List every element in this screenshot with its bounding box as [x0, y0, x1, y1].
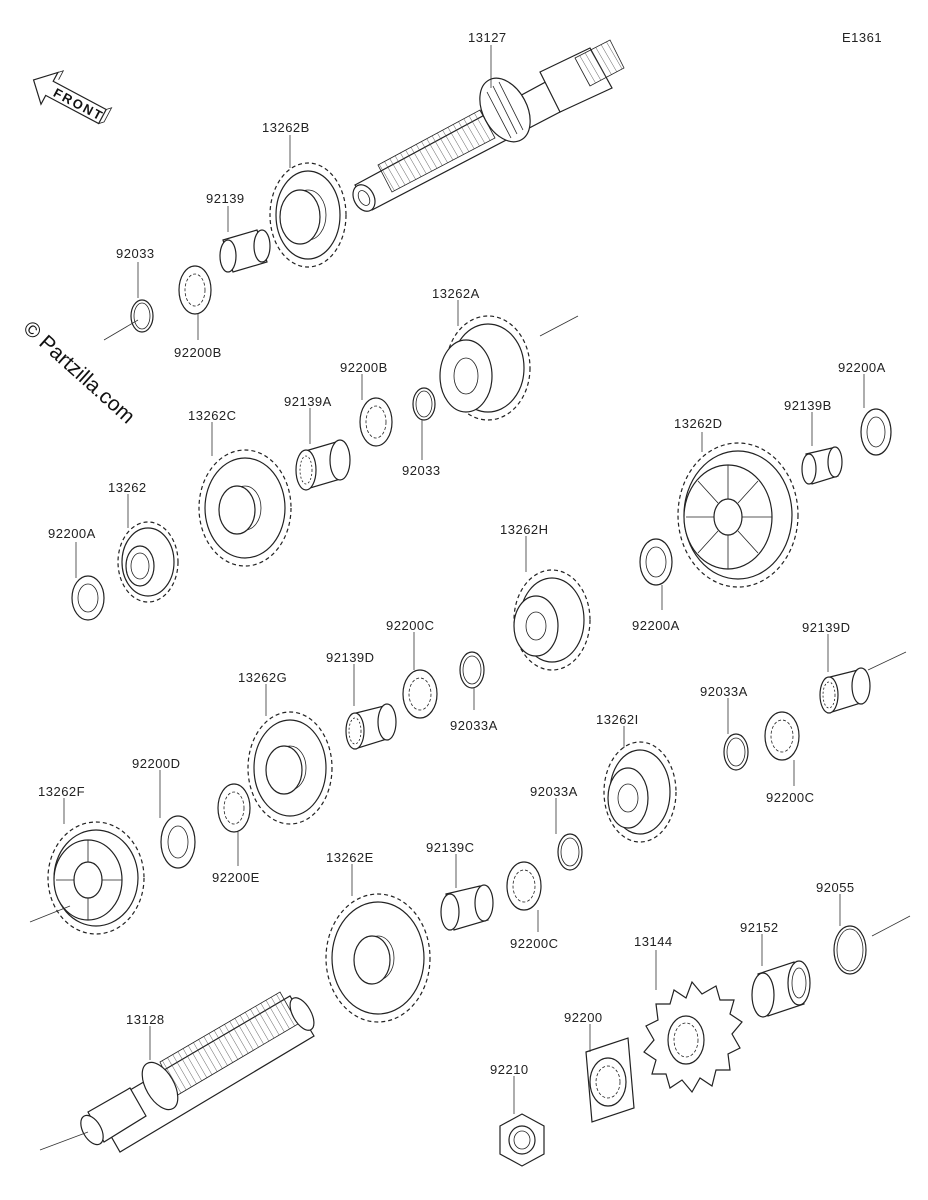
label-13262I: 13262I — [596, 712, 639, 727]
label-13128: 13128 — [126, 1012, 165, 1027]
label-92200: 92200 — [564, 1010, 603, 1025]
part-13262C-gear[interactable] — [198, 449, 292, 567]
part-13262D-gear[interactable] — [677, 442, 799, 588]
part-13262E-gear[interactable] — [325, 893, 431, 1023]
part-92033-circlip-mid[interactable] — [412, 387, 436, 421]
label-92200C-mid: 92200C — [386, 618, 435, 633]
label-92200E: 92200E — [212, 870, 260, 885]
label-13262: 13262 — [108, 480, 147, 495]
part-92139A-needle-bearing[interactable] — [295, 439, 351, 491]
label-92033-top: 92033 — [116, 246, 155, 261]
part-92055-o-ring[interactable] — [833, 925, 867, 975]
part-92033A-circlip-right[interactable] — [723, 733, 749, 771]
label-13144: 13144 — [634, 934, 673, 949]
part-13262B-gear[interactable] — [269, 162, 347, 268]
label-13262A: 13262A — [432, 286, 480, 301]
label-92139B: 92139B — [784, 398, 832, 413]
part-13128-driveshaft[interactable] — [76, 991, 319, 1153]
label-92139D-right: 92139D — [802, 620, 851, 635]
part-92033A-circlip-low[interactable] — [557, 833, 583, 871]
part-13144-sprocket[interactable] — [643, 980, 743, 1094]
part-92200-washer[interactable] — [585, 1037, 635, 1123]
part-13262F-gear[interactable] — [47, 821, 145, 935]
watermark: © Partzilla.com — [19, 317, 140, 429]
part-13262G-gear[interactable] — [247, 711, 333, 825]
part-92139D-needle-bearing-mid[interactable] — [345, 703, 397, 750]
part-92200B-washer-left[interactable] — [178, 265, 212, 315]
part-92200A-washer-left[interactable] — [71, 575, 105, 621]
part-13262H-gear[interactable] — [513, 569, 591, 671]
part-13127-mainshaft[interactable] — [349, 39, 625, 215]
label-13262C: 13262C — [188, 408, 237, 423]
label-92200A-right: 92200A — [838, 360, 886, 375]
part-92139B-bushing[interactable] — [801, 446, 843, 485]
part-13262I-gear[interactable] — [603, 741, 677, 843]
part-13262A-gear[interactable] — [439, 315, 531, 421]
diagram-code: E1361 — [842, 30, 882, 45]
part-92200E-washer[interactable] — [217, 783, 251, 833]
part-92200A-washer-mid[interactable] — [639, 538, 673, 586]
label-13262H: 13262H — [500, 522, 549, 537]
part-92200B-washer-mid[interactable] — [359, 397, 393, 447]
part-92033-circlip-top[interactable] — [130, 299, 154, 333]
front-label: FRONT — [51, 85, 106, 124]
label-92200C-right: 92200C — [766, 790, 815, 805]
label-92200D: 92200D — [132, 756, 181, 771]
label-92055: 92055 — [816, 880, 855, 895]
label-13262E: 13262E — [326, 850, 374, 865]
part-92139C-bushing[interactable] — [440, 884, 494, 931]
label-92200B-mid: 92200B — [340, 360, 388, 375]
part-13262-gear[interactable] — [117, 521, 179, 603]
label-92139C: 92139C — [426, 840, 475, 855]
label-92033A-right: 92033A — [700, 684, 748, 699]
label-92139D-mid: 92139D — [326, 650, 375, 665]
part-92139D-needle-bearing-right[interactable] — [819, 667, 871, 714]
label-92200A-mid: 92200A — [632, 618, 680, 633]
front-arrow-icon: FRONT — [32, 70, 113, 125]
label-13262D: 13262D — [674, 416, 723, 431]
label-13262G: 13262G — [238, 670, 287, 685]
label-92033A-mid: 92033A — [450, 718, 498, 733]
label-13127: 13127 — [468, 30, 507, 45]
label-13262B: 13262B — [262, 120, 310, 135]
label-92139A: 92139A — [284, 394, 332, 409]
label-92200A-left: 92200A — [48, 526, 96, 541]
part-92200D-washer[interactable] — [160, 815, 196, 869]
label-92139-top: 92139 — [206, 191, 245, 206]
label-92033A-low: 92033A — [530, 784, 578, 799]
part-92033A-circlip-mid[interactable] — [459, 651, 485, 689]
part-92200C-washer-mid[interactable] — [402, 669, 438, 719]
part-92152-collar[interactable] — [751, 960, 811, 1018]
label-92200C-low: 92200C — [510, 936, 559, 951]
label-13262F: 13262F — [38, 784, 85, 799]
label-92152: 92152 — [740, 920, 779, 935]
part-92200C-washer-low[interactable] — [506, 861, 542, 911]
label-92210: 92210 — [490, 1062, 529, 1077]
part-92200C-washer-right[interactable] — [764, 711, 800, 761]
label-92033-mid: 92033 — [402, 463, 441, 478]
part-92139-bushing[interactable] — [219, 229, 271, 273]
part-92200A-washer-right[interactable] — [860, 408, 892, 456]
label-92200B-left: 92200B — [174, 345, 222, 360]
part-92210-nut[interactable] — [499, 1113, 545, 1167]
